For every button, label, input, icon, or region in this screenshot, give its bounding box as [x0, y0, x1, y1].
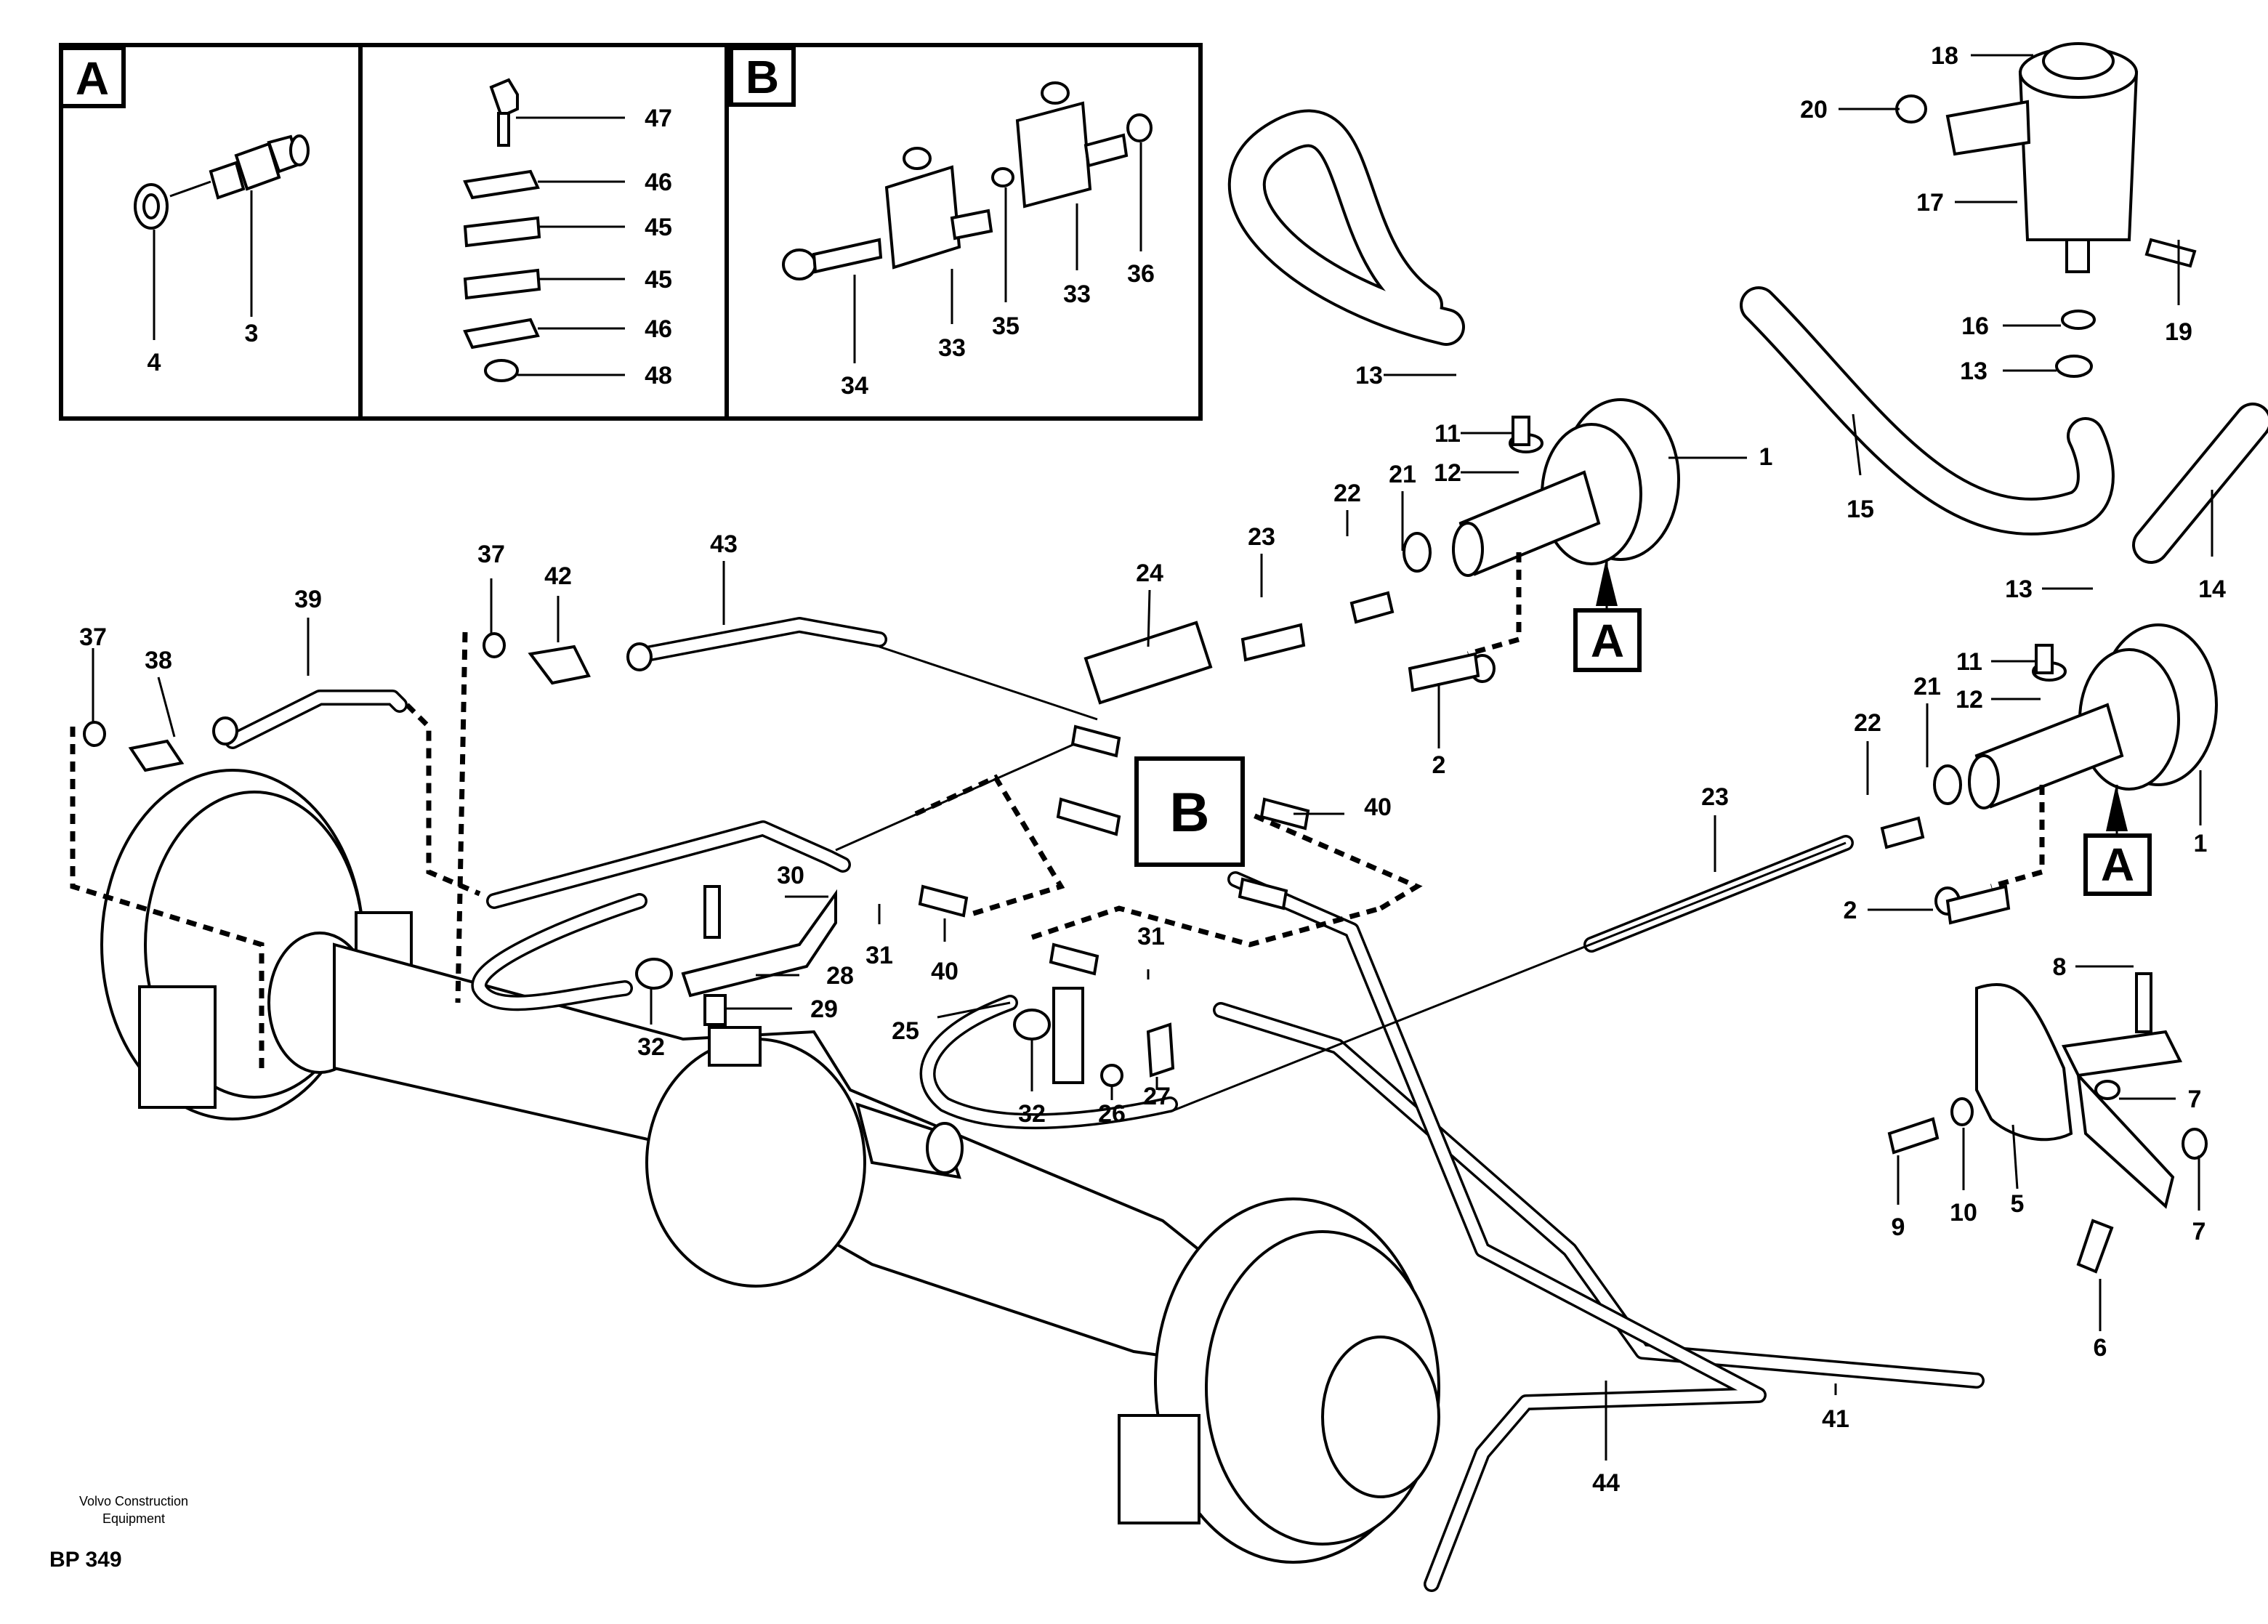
brand-line-1: Volvo Construction	[79, 1494, 188, 1508]
brake-cylinder-lower-drawing	[1968, 623, 2218, 809]
washer-4-drawing	[134, 183, 169, 230]
part-labels: 18 20 17 19 16 13 15 14 13 11 12 1 21 22…	[79, 42, 2226, 1497]
brand-line-2: Equipment	[102, 1511, 165, 1526]
label-28: 28	[826, 962, 854, 990]
callout-a-lower: A	[2083, 785, 2152, 896]
label-48: 48	[645, 362, 672, 389]
inset-a-letter: A	[76, 52, 109, 105]
label-19: 19	[2165, 318, 2192, 346]
label-38: 38	[145, 647, 172, 674]
label-24: 24	[1136, 559, 1163, 587]
label-2-upper: 2	[1432, 751, 1446, 779]
diagram-code: BP 349	[49, 1548, 122, 1572]
label-23-upper: 23	[1248, 523, 1275, 551]
label-27: 27	[1143, 1083, 1171, 1110]
label-8: 8	[2053, 953, 2067, 981]
callout-b-main: B	[1134, 756, 1245, 867]
label-37-right: 37	[477, 541, 505, 568]
label-1-upper: 1	[1759, 443, 1773, 471]
fittings-drawing	[83, 532, 2208, 1274]
label-22-upper: 22	[1333, 480, 1361, 507]
sensor-3-drawing	[169, 134, 310, 200]
leader-lines	[92, 54, 2213, 1461]
inset-b-letter-box	[729, 46, 796, 107]
label-32-left: 32	[637, 1033, 665, 1061]
label-17: 17	[1916, 189, 1944, 217]
brake-cylinder-upper-drawing	[1452, 398, 1680, 577]
label-46-upper: 46	[645, 169, 672, 196]
label-11-lower: 11	[1956, 648, 1982, 676]
label-13-lower: 13	[2005, 575, 2033, 603]
label-3: 3	[245, 320, 259, 347]
label-33-right: 33	[1063, 280, 1091, 308]
label-7-lower: 7	[2192, 1218, 2206, 1245]
label-45-upper: 45	[645, 214, 672, 241]
label-23-lower: 23	[1701, 783, 1729, 811]
label-9: 9	[1892, 1213, 1905, 1241]
footer: Volvo Construction Equipment BP 349	[49, 1494, 188, 1572]
label-2-lower: 2	[1844, 897, 1857, 924]
label-7-upper: 7	[2188, 1086, 2202, 1113]
label-32-right: 32	[1018, 1100, 1046, 1128]
callout-a-lower-letter: A	[2101, 839, 2134, 891]
tee-fittings-drawing	[782, 81, 1153, 280]
callout-b-letter: B	[1170, 782, 1210, 844]
label-13-reservoir: 13	[1960, 357, 1987, 385]
label-12-lower: 12	[1956, 686, 1983, 714]
label-39: 39	[294, 586, 322, 613]
reservoir-drawing	[1895, 42, 2197, 378]
label-20: 20	[1800, 96, 1828, 124]
label-43: 43	[710, 530, 738, 558]
label-25: 25	[892, 1017, 919, 1045]
callout-a-upper: A	[1573, 559, 1642, 672]
label-10: 10	[1950, 1199, 1977, 1227]
label-29: 29	[810, 995, 838, 1023]
label-11-upper: 11	[1434, 420, 1461, 448]
return-hose-drawing	[1227, 109, 2268, 564]
label-47: 47	[645, 105, 672, 132]
label-6: 6	[2094, 1334, 2107, 1362]
dashed-connectors	[70, 552, 2045, 1075]
callout-a-upper-letter: A	[1591, 615, 1624, 667]
label-37-left: 37	[79, 623, 107, 651]
label-13-upper: 13	[1355, 362, 1383, 389]
inset-clamp: 47 46 45 45 46 48	[463, 78, 672, 389]
label-22-lower: 22	[1854, 709, 1881, 737]
label-42: 42	[544, 562, 572, 590]
label-33-left: 33	[938, 334, 966, 362]
inset-frame	[59, 43, 1203, 421]
inset-b: B 34 33 35 33 36	[729, 46, 1155, 400]
label-4: 4	[148, 349, 161, 376]
label-44: 44	[1592, 1469, 1620, 1497]
label-31-right: 31	[1137, 923, 1165, 950]
label-12-upper: 12	[1434, 459, 1461, 487]
label-1-lower: 1	[2194, 830, 2208, 857]
label-31-left: 31	[865, 942, 893, 969]
label-26: 26	[1098, 1100, 1126, 1128]
label-30: 30	[777, 862, 804, 889]
clamp-stack-drawing	[463, 78, 541, 382]
label-21-upper: 21	[1389, 461, 1416, 488]
label-40-left: 40	[931, 958, 959, 985]
inset-b-letter: B	[746, 51, 779, 103]
inset-a-letter-box	[59, 46, 126, 108]
label-18: 18	[1931, 42, 1958, 70]
label-5: 5	[2011, 1190, 2025, 1218]
label-41: 41	[1822, 1405, 1849, 1433]
label-45-lower: 45	[645, 266, 672, 294]
label-36: 36	[1127, 260, 1155, 288]
label-35: 35	[992, 312, 1020, 340]
label-34: 34	[841, 372, 868, 400]
label-21-lower: 21	[1913, 673, 1941, 700]
label-46-lower: 46	[645, 315, 672, 343]
label-16: 16	[1961, 312, 1989, 340]
inset-a: A 4 3	[59, 46, 310, 376]
label-14: 14	[2198, 575, 2226, 603]
label-40-right: 40	[1364, 793, 1392, 821]
axle-drawing	[100, 769, 1440, 1564]
label-15: 15	[1847, 496, 1874, 523]
